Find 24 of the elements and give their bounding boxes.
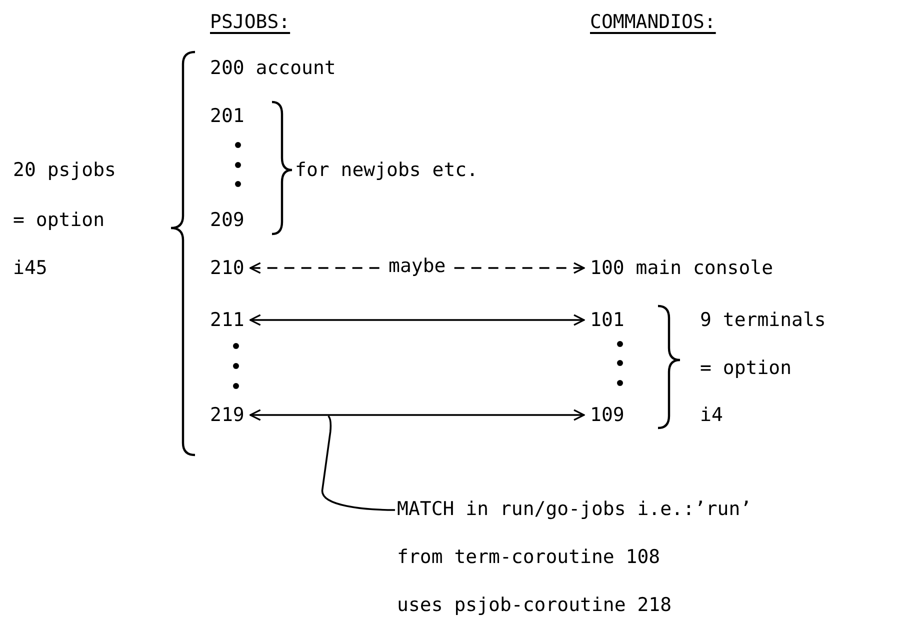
note-line: MATCH in run/go-jobs i.e.:’run’: [397, 497, 752, 521]
note-text: i4: [700, 403, 723, 427]
leader-line: [321, 415, 396, 511]
note-line: from term-coroutine 108: [397, 545, 662, 569]
double-arrow: [250, 314, 585, 326]
note-text: 20 psjobs: [13, 158, 116, 182]
job-number: 209: [210, 208, 244, 232]
job-number: 219: [210, 403, 244, 427]
job-number: 100 main console: [590, 256, 774, 280]
job-number: 201: [210, 104, 244, 128]
job-number: 200 account: [210, 56, 336, 80]
double-arrow: [250, 409, 585, 421]
job-number: 211: [210, 308, 244, 332]
job-number: 210: [210, 256, 244, 280]
note-text: = option: [700, 356, 792, 380]
note-line: uses psjob-coroutine 218: [397, 593, 673, 617]
note-text: i45: [13, 256, 48, 280]
note-text: = option: [13, 208, 105, 232]
job-number: 109: [590, 403, 624, 427]
column-heading: PSJOBS:: [210, 10, 290, 34]
note-text: for newjobs etc.: [295, 158, 478, 182]
note-text: 9 terminals: [700, 308, 826, 332]
job-number: 101: [590, 308, 624, 332]
column-heading: COMMANDIOS:: [590, 10, 716, 34]
